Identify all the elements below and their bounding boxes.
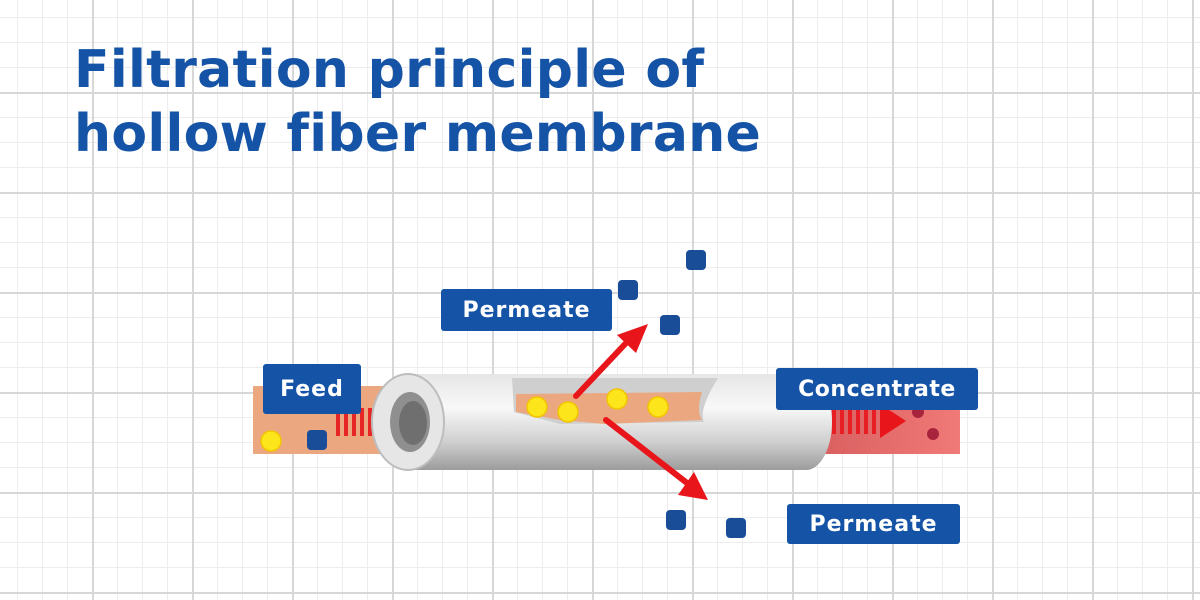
blue-particle: [666, 510, 686, 530]
yellow-particle: [526, 396, 548, 418]
permeate-arrow-down-head: [678, 472, 708, 500]
concentrate-stripes: [832, 410, 888, 434]
permeate-top-label: Permeate: [441, 289, 612, 331]
concentrate-particle: [927, 428, 939, 440]
blue-particle: [618, 280, 638, 300]
blue-particle: [726, 518, 746, 538]
concentrate-label: Concentrate: [776, 368, 978, 410]
page-title: Filtration principle of hollow fiber mem…: [74, 38, 761, 166]
blue-particle: [660, 315, 680, 335]
fiber-end-lumen: [399, 401, 427, 445]
yellow-particle: [260, 430, 282, 452]
yellow-particle: [606, 388, 628, 410]
blue-particle: [686, 250, 706, 270]
yellow-particle: [647, 396, 669, 418]
blue-particle: [307, 430, 327, 450]
permeate-arrow-down-shaft: [603, 417, 690, 486]
title-line-2: hollow fiber membrane: [74, 104, 762, 164]
yellow-particle: [557, 401, 579, 423]
feed-label: Feed: [263, 364, 361, 414]
permeate-bottom-label: Permeate: [787, 504, 960, 544]
title-line-1: Filtration principle of: [74, 40, 705, 100]
permeate-arrow-up-head: [617, 324, 648, 353]
permeate-arrow-up-shaft: [573, 339, 630, 399]
concentrate-arrow: [880, 404, 906, 438]
